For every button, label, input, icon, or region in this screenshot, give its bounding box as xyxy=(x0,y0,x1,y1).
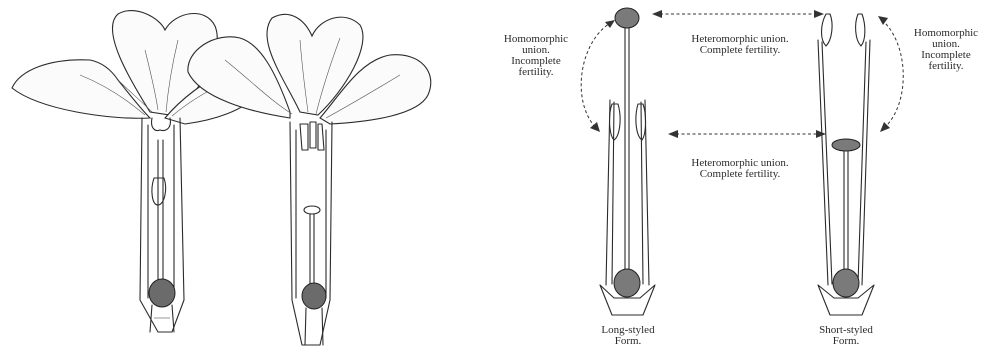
short-styled-form-diagram xyxy=(818,14,874,315)
heteromorphic-middle-arrow xyxy=(668,130,826,138)
label-line: Complete fertility. xyxy=(670,169,810,180)
short-styled-caption: Short-styled Form. xyxy=(806,325,886,347)
label-line: fertility. xyxy=(488,67,584,78)
label-line: Complete fertility. xyxy=(670,45,810,56)
homomorphic-left-label: Homomorphic union. Incomplete fertility. xyxy=(488,34,584,78)
heteromorphic-top-arrow xyxy=(652,10,824,18)
heteromorphic-top-label: Heteromorphic union. Complete fertility. xyxy=(670,34,810,56)
heteromorphic-middle-label: Heteromorphic union. Complete fertility. xyxy=(670,158,810,180)
label-line: Form. xyxy=(588,336,668,347)
long-styled-form-diagram xyxy=(600,8,655,315)
short-styled-flower-drawing xyxy=(188,14,431,345)
long-styled-caption: Long-styled Form. xyxy=(588,325,668,347)
homomorphic-right-label: Homomorphic union. Incomplete fertility. xyxy=(900,28,992,72)
label-line: Form. xyxy=(806,336,886,347)
label-line: fertility. xyxy=(900,61,992,72)
